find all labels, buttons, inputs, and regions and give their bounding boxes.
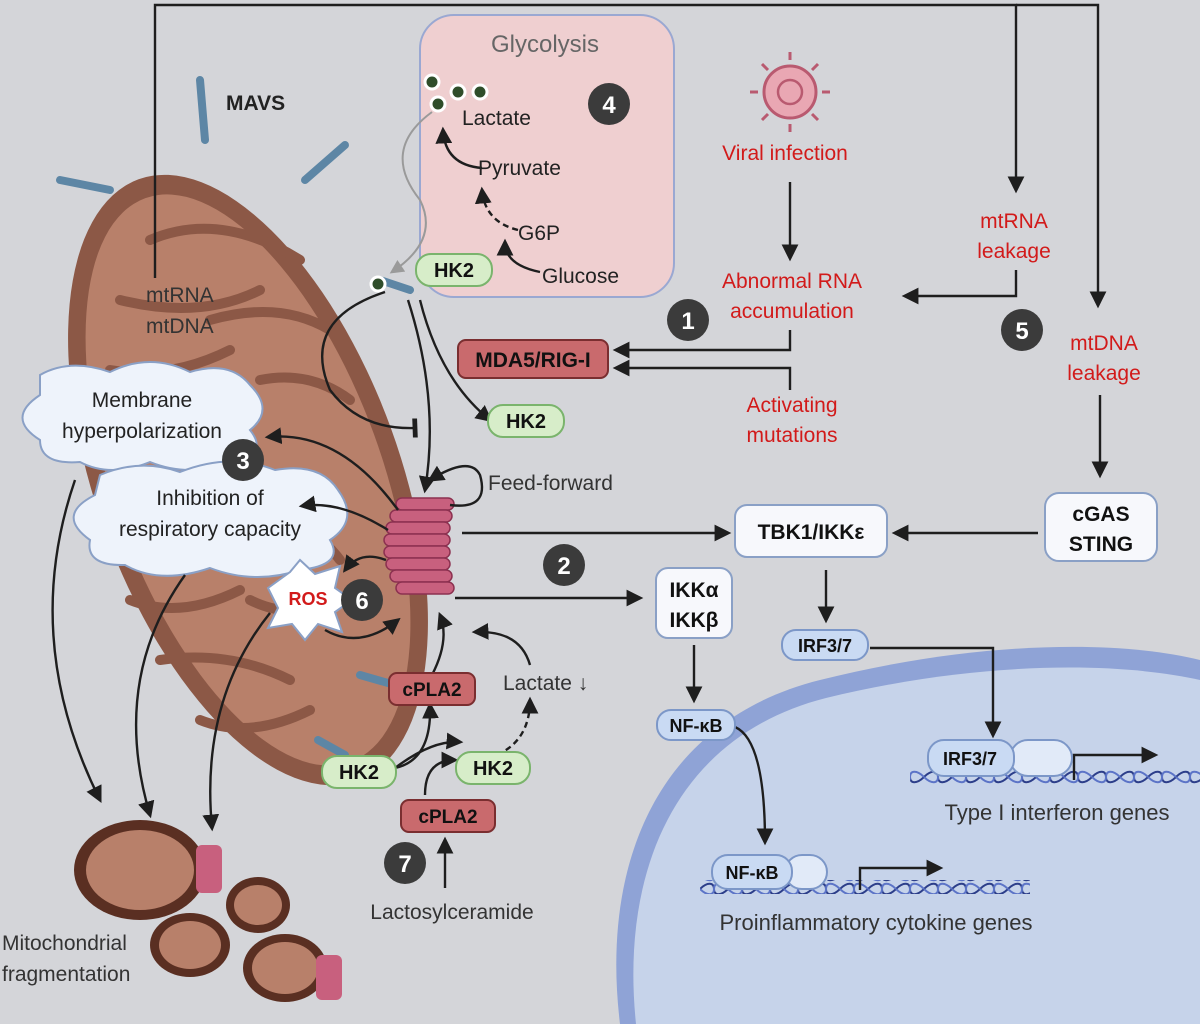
mtrna-leakage-label-1: mtRNA <box>980 210 1048 233</box>
inhibition-label-2: respiratory capacity <box>119 518 302 541</box>
cgas-label: cGAS <box>1072 503 1129 526</box>
sting-label: STING <box>1069 533 1133 556</box>
nuc-irf-box <box>927 739 1073 777</box>
arrows <box>51 3 1159 890</box>
lactate-down-label: Lactate ↓ <box>503 672 588 695</box>
nuc-nfkb-box <box>711 854 828 890</box>
nucleus <box>616 646 1200 1024</box>
activating-label-1: Activating <box>746 394 837 417</box>
viral-infection-label: Viral infection <box>722 142 848 165</box>
cpla2-bottom-label: cPLA2 <box>418 807 477 828</box>
abnormal-rna-label-2: accumulation <box>730 300 854 323</box>
lactosylceramide-label: Lactosylceramide <box>370 901 533 924</box>
badge-4: 4 <box>602 92 616 119</box>
badge-3: 3 <box>236 448 249 475</box>
mtdna-label: mtDNA <box>146 315 214 338</box>
ikkb-label: IKKβ <box>670 609 719 632</box>
badge-1: 1 <box>681 308 694 335</box>
tbk1-box <box>734 504 888 558</box>
atp-synthase <box>383 497 455 595</box>
badge-2: 2 <box>557 553 570 580</box>
mavs-label: MAVS <box>226 92 285 115</box>
hk2-left-label: HK2 <box>339 762 379 784</box>
nfkb-label: NF-κB <box>669 716 722 736</box>
cpla2-top-box <box>388 672 476 706</box>
glucose-label: Glucose <box>542 265 619 288</box>
badge-6: 6 <box>355 588 368 615</box>
nfkb-box <box>656 709 736 741</box>
tbk1-label: TBK1/IKKε <box>758 521 865 544</box>
hk2-left-box <box>321 755 397 789</box>
ros-label: ROS <box>288 589 327 609</box>
hk2-glycolysis-box <box>415 253 493 287</box>
mda5-box <box>457 339 609 379</box>
mtdna-leakage-label-2: leakage <box>1067 362 1141 385</box>
lactate-dots <box>369 73 489 293</box>
proinfl-genes-label: Proinflammatory cytokine genes <box>719 910 1032 935</box>
badge-7: 7 <box>398 851 411 878</box>
fragmented-mitochondria <box>74 820 342 1002</box>
ikka-label: IKKα <box>669 579 718 602</box>
irf-box <box>781 629 869 661</box>
mtdna-leakage-label-1: mtDNA <box>1070 332 1138 355</box>
hk2-mid-box <box>455 751 531 785</box>
inhibition-label-1: Inhibition of <box>156 487 264 510</box>
type1-genes-label: Type I interferon genes <box>944 800 1169 825</box>
lactate-label: Lactate <box>462 107 531 130</box>
pyruvate-label: Pyruvate <box>478 157 561 180</box>
hk2-glycolysis-label: HK2 <box>434 260 474 282</box>
membrane-label-1: Membrane <box>92 389 192 412</box>
ikk-box <box>655 567 733 639</box>
hk2-mid-label: HK2 <box>473 758 513 780</box>
nuc-nfkb-label: NF-κB <box>725 863 778 883</box>
ros-burst <box>266 558 354 642</box>
irf-label: IRF3/7 <box>798 636 852 656</box>
inhibition-cloud <box>72 460 349 578</box>
badge-5: 5 <box>1015 318 1028 345</box>
cgas-box <box>1044 492 1158 562</box>
cpla2-bottom-box <box>400 799 496 833</box>
g6p-label: G6P <box>518 222 560 245</box>
mtrna-label: mtRNA <box>146 284 214 307</box>
activating-label-2: mutations <box>746 424 837 447</box>
fragmentation-label-2: fragmentation <box>2 963 130 986</box>
feed-forward-label: Feed-forward <box>488 472 613 495</box>
number-badges <box>222 83 1043 884</box>
nuc-irf-label: IRF3/7 <box>943 749 997 769</box>
abnormal-rna-label-1: Abnormal RNA <box>722 270 862 293</box>
hk2-right-box <box>487 404 565 438</box>
membrane-label-2: hyperpolarization <box>62 420 222 443</box>
hk2-right-label: HK2 <box>506 411 546 433</box>
cpla2-top-label: cPLA2 <box>402 680 461 701</box>
mtrna-leakage-label-2: leakage <box>977 240 1051 263</box>
fragmentation-label-1: Mitochondrial <box>2 932 127 955</box>
virus-icon <box>750 52 830 132</box>
glycolysis-title: Glycolysis <box>491 31 599 58</box>
mda5-label: MDA5/RIG-I <box>475 349 591 372</box>
